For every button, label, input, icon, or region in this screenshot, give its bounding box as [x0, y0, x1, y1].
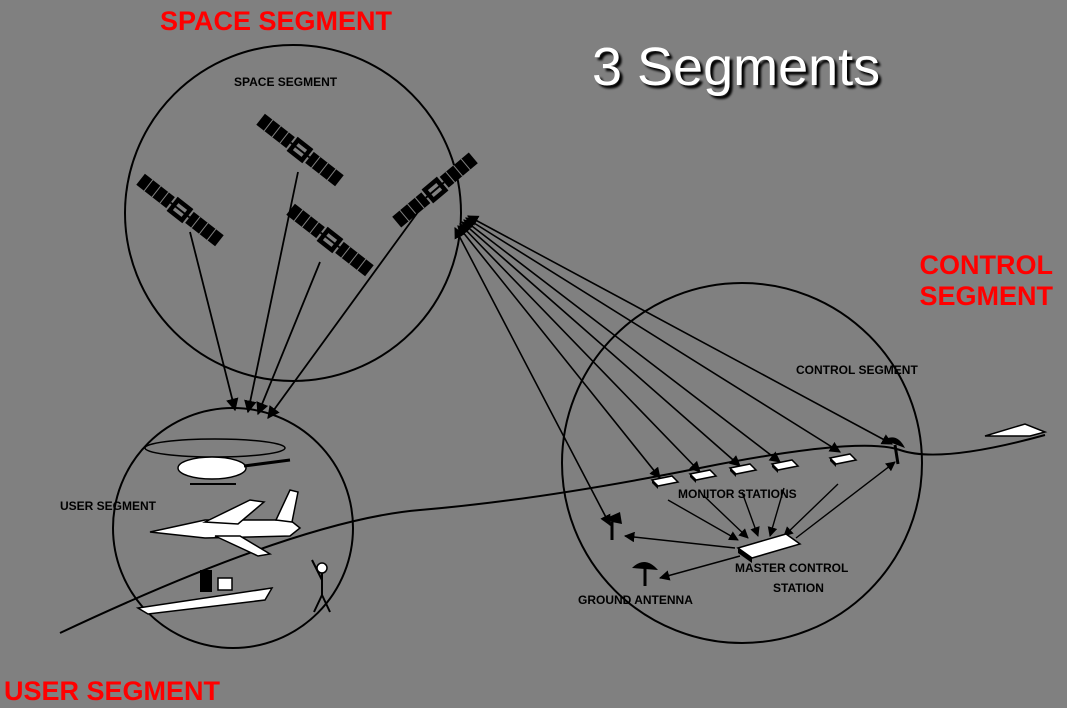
signal-arrow — [189, 231, 239, 412]
user-segment-heading: USER SEGMENT — [4, 676, 221, 706]
satellite-icon — [284, 201, 376, 279]
satellite-icon — [134, 171, 226, 249]
ground-antenna-label: GROUND ANTENNA — [578, 593, 693, 607]
space-segment-heading: SPACE SEGMENT — [160, 6, 393, 36]
uplink-arrow — [467, 215, 893, 445]
control-segment-heading-line1: CONTROL — [919, 250, 1053, 280]
signal-arrow — [256, 261, 321, 416]
signal-arrow — [267, 211, 419, 420]
master-control-station-label: STATION — [773, 581, 824, 595]
dish-antenna-icon — [884, 437, 905, 465]
uplink-arrow — [457, 225, 661, 479]
monitor-station-icon — [651, 475, 679, 490]
ship-icon — [135, 570, 274, 615]
helicopter-icon — [144, 438, 291, 485]
space-circle-label: SPACE SEGMENT — [234, 75, 338, 89]
monitor-station-icon — [689, 469, 717, 484]
uplink-arrow — [463, 219, 781, 463]
aircraft-icon — [984, 423, 1048, 437]
space-segment-circle — [124, 44, 462, 382]
monitor-stations-label: MONITOR STATIONS — [678, 487, 797, 501]
horizon-line — [59, 434, 1046, 634]
person-icon — [311, 559, 331, 613]
uplink-arrow — [465, 217, 841, 453]
satellite-icon — [254, 111, 346, 189]
master-control-label: MASTER CONTROL — [735, 561, 848, 575]
signal-arrow — [244, 171, 299, 414]
satellite-icon — [389, 149, 481, 231]
slide-title: 3 Segments — [592, 37, 881, 97]
monitor-station-icon — [729, 463, 757, 478]
monitor-station-icon — [771, 459, 799, 474]
ground-antenna-icon — [602, 512, 622, 540]
control-circle-label: CONTROL SEGMENT — [796, 363, 918, 377]
dish-antenna-icon — [632, 561, 658, 586]
airplane-icon — [149, 489, 302, 557]
control-segment-heading: CONTROL SEGMENT — [919, 250, 1053, 312]
uplink-arrow — [461, 221, 741, 467]
master-control-station-icon — [736, 533, 802, 563]
user-circle-label: USER SEGMENT — [60, 499, 157, 513]
control-segment-heading-line2: SEGMENT — [919, 281, 1053, 312]
uplink-arrow — [459, 223, 701, 473]
monitor-station-icon — [829, 453, 857, 468]
